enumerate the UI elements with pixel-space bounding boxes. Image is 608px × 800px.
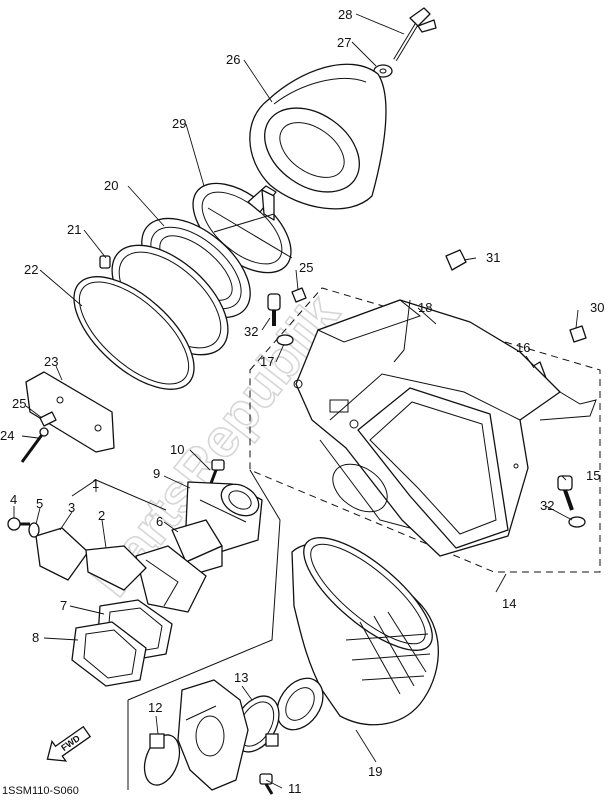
diagram-code: 1SSM110-S060 bbox=[2, 785, 79, 797]
nut-part bbox=[445, 249, 467, 271]
callout-32-upper: 32 bbox=[244, 324, 258, 339]
callout-26: 26 bbox=[226, 52, 240, 67]
callout-11: 11 bbox=[288, 781, 302, 796]
wing-bolt-part bbox=[393, 7, 437, 62]
callout-5: 5 bbox=[36, 496, 43, 511]
callout-2: 2 bbox=[98, 508, 105, 523]
callout-17: 17 bbox=[260, 354, 274, 369]
washer-part-5 bbox=[28, 522, 40, 538]
callout-16: 16 bbox=[516, 340, 530, 355]
leader-lines bbox=[13, 13, 579, 789]
callout-19: 19 bbox=[368, 764, 382, 779]
callout-20: 20 bbox=[104, 178, 118, 193]
callout-25-lower: 25 bbox=[12, 396, 26, 411]
screw-part bbox=[7, 517, 30, 531]
bolt-part-upper bbox=[267, 293, 281, 326]
callout-30: 30 bbox=[590, 300, 604, 315]
callout-24: 24 bbox=[0, 428, 14, 443]
callout-14: 14 bbox=[502, 596, 516, 611]
callout-6: 6 bbox=[156, 514, 163, 529]
fwd-arrow-icon: FWD bbox=[46, 725, 92, 762]
callout-12: 12 bbox=[148, 700, 162, 715]
callout-7: 7 bbox=[60, 598, 67, 613]
callout-21: 21 bbox=[67, 222, 81, 237]
carb-housing-part bbox=[177, 679, 249, 791]
callout-29: 29 bbox=[172, 116, 186, 131]
callout-3: 3 bbox=[68, 500, 75, 515]
side-plate-part bbox=[25, 371, 115, 453]
nut-part-30 bbox=[569, 325, 587, 343]
clip-part bbox=[39, 411, 57, 427]
callout-8: 8 bbox=[32, 630, 39, 645]
callout-4: 4 bbox=[10, 492, 17, 507]
air-filter-part bbox=[249, 63, 387, 210]
callout-10: 10 bbox=[170, 442, 184, 457]
screw-part-11 bbox=[259, 773, 274, 795]
callout-28: 28 bbox=[338, 7, 352, 22]
bolt-part-right bbox=[557, 475, 574, 511]
reed-stopper-part bbox=[85, 545, 147, 591]
reed-valve-assembly bbox=[71, 479, 207, 613]
clip-part-upper bbox=[291, 287, 307, 303]
hose-clamp-part-12 bbox=[143, 733, 181, 786]
callout-15: 32 bbox=[540, 498, 554, 513]
callout-31: 31 bbox=[486, 250, 500, 265]
callout-1: 1 bbox=[92, 476, 99, 491]
callout-23: 23 bbox=[44, 354, 58, 369]
washer-part-15 bbox=[568, 516, 586, 528]
callout-32-right: 15 bbox=[586, 468, 600, 483]
reed-petal-part bbox=[35, 527, 89, 581]
filter-cage-part bbox=[192, 182, 293, 274]
callout-labels: 28 27 26 29 20 21 22 25 31 18 30 32 17 1… bbox=[0, 7, 604, 796]
intake-boot-part bbox=[276, 537, 439, 731]
callout-18: 18 bbox=[418, 300, 432, 315]
seal-ring-part bbox=[73, 276, 195, 390]
washer-part-17 bbox=[276, 334, 294, 346]
assembly-bracket bbox=[127, 469, 281, 790]
callout-9: 9 bbox=[153, 466, 160, 481]
callout-25-upper: 25 bbox=[299, 260, 313, 275]
rivet-part bbox=[20, 427, 49, 463]
gasket-part-8 bbox=[71, 621, 147, 687]
air-box-part bbox=[249, 287, 601, 573]
callout-22: 22 bbox=[24, 262, 38, 277]
callout-13: 13 bbox=[234, 670, 248, 685]
callout-27: 27 bbox=[337, 35, 351, 50]
